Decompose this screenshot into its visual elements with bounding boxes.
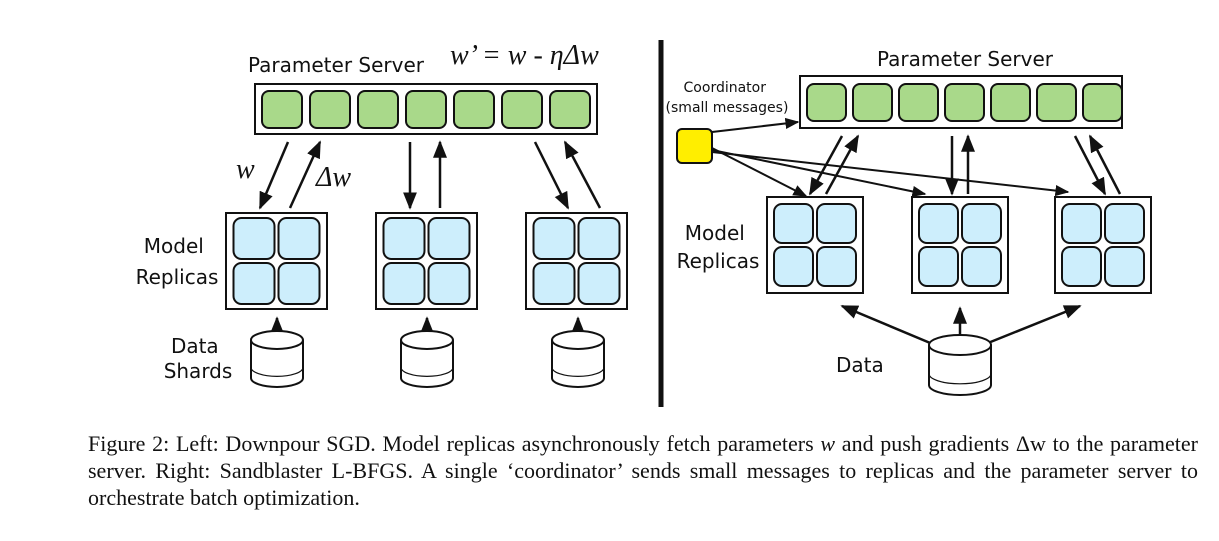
model-replica <box>525 212 628 310</box>
parameter-shard <box>898 83 939 122</box>
parameter-shard <box>405 90 447 129</box>
diagram: Parameter Server w’ = w - ηΔw w Δw Model… <box>136 40 1152 407</box>
replica-cell <box>773 203 814 244</box>
data-shards-label: Data Shards <box>164 334 233 383</box>
right-server-title: Parameter Server <box>877 47 1054 71</box>
replica-cell <box>1061 246 1102 287</box>
caption-figure-number: Figure 2: <box>88 431 170 456</box>
caption-text: to the parameter server. Right: Sandblas… <box>88 431 1198 510</box>
delta-w-label: Δw <box>315 162 351 193</box>
model-replica <box>766 196 864 294</box>
replica-cell <box>961 203 1002 244</box>
replica-cell <box>232 262 276 305</box>
parameter-shard <box>261 90 303 129</box>
right-arrows <box>808 134 1122 196</box>
caption-var-w: w <box>820 431 836 456</box>
parameter-shard <box>1082 83 1123 122</box>
parameter-shard <box>501 90 543 129</box>
replica-cell <box>382 217 426 260</box>
replica-cell <box>773 246 814 287</box>
right-panel: Parameter Server Coordinator (small mess… <box>666 47 1152 396</box>
data-cylinder <box>928 334 992 396</box>
update-rule: w’ = w - ηΔw <box>450 40 599 71</box>
parameter-shard <box>309 90 351 129</box>
caption-var-delta-w: Δw <box>1015 431 1046 456</box>
parameter-shard <box>944 83 985 122</box>
replica-cell <box>232 217 276 260</box>
model-replica <box>1054 196 1152 294</box>
parameter-shard <box>357 90 399 129</box>
replica-cell <box>961 246 1002 287</box>
left-model-replicas <box>225 212 628 310</box>
parameter-shard <box>549 90 591 129</box>
model-replica <box>225 212 328 310</box>
replica-cell <box>918 203 959 244</box>
parameter-shard <box>990 83 1031 122</box>
replica-cell <box>1104 203 1145 244</box>
data-shard-cylinder <box>400 330 454 388</box>
left-replicas-label: Model Replicas <box>136 234 219 289</box>
coordinator-message-arrows <box>711 117 1070 197</box>
replica-cell <box>277 217 321 260</box>
w-label: w <box>236 154 255 185</box>
model-replica <box>911 196 1009 294</box>
model-replica <box>375 212 478 310</box>
replica-cell <box>277 262 321 305</box>
replica-cell <box>532 262 576 305</box>
fetch-arrow <box>258 141 290 210</box>
left-parameter-shards <box>261 90 591 129</box>
parameter-shard <box>1036 83 1077 122</box>
fetch-arrow <box>533 141 570 210</box>
push-arrow <box>288 140 322 209</box>
replica-cell <box>1104 246 1145 287</box>
replica-cell <box>816 246 857 287</box>
left-arrows <box>258 140 602 210</box>
parameter-shard <box>806 83 847 122</box>
left-server-title: Parameter Server <box>248 53 425 77</box>
replica-cell <box>532 217 576 260</box>
left-panel: Parameter Server w’ = w - ηΔw w Δw Model… <box>136 40 628 388</box>
replica-cell <box>577 262 621 305</box>
data-shard-cylinder <box>551 330 605 388</box>
right-replicas-label: Model Replicas <box>677 221 760 273</box>
figure-caption: Figure 2: Left: Downpour SGD. Model repl… <box>88 430 1198 511</box>
replica-cell <box>427 217 471 260</box>
data-label: Data <box>836 353 884 377</box>
replica-cell <box>382 262 426 305</box>
push-arrow <box>563 140 602 209</box>
coordinator-label: Coordinator (small messages) <box>666 80 789 116</box>
parameter-shard <box>453 90 495 129</box>
coordinator-box <box>676 128 713 164</box>
replica-cell <box>577 217 621 260</box>
caption-text: Left: Downpour SGD. Model replicas async… <box>169 431 821 456</box>
right-data-store <box>928 334 992 396</box>
replica-cell <box>918 246 959 287</box>
right-parameter-shards <box>806 83 1123 122</box>
replica-cell <box>816 203 857 244</box>
data-shard-cylinder <box>250 330 304 388</box>
parameter-shard <box>852 83 893 122</box>
left-data-shards <box>250 330 605 388</box>
replica-cell <box>427 262 471 305</box>
right-model-replicas <box>766 196 1152 294</box>
replica-cell <box>1061 203 1102 244</box>
caption-text: and push gradients <box>835 431 1016 456</box>
